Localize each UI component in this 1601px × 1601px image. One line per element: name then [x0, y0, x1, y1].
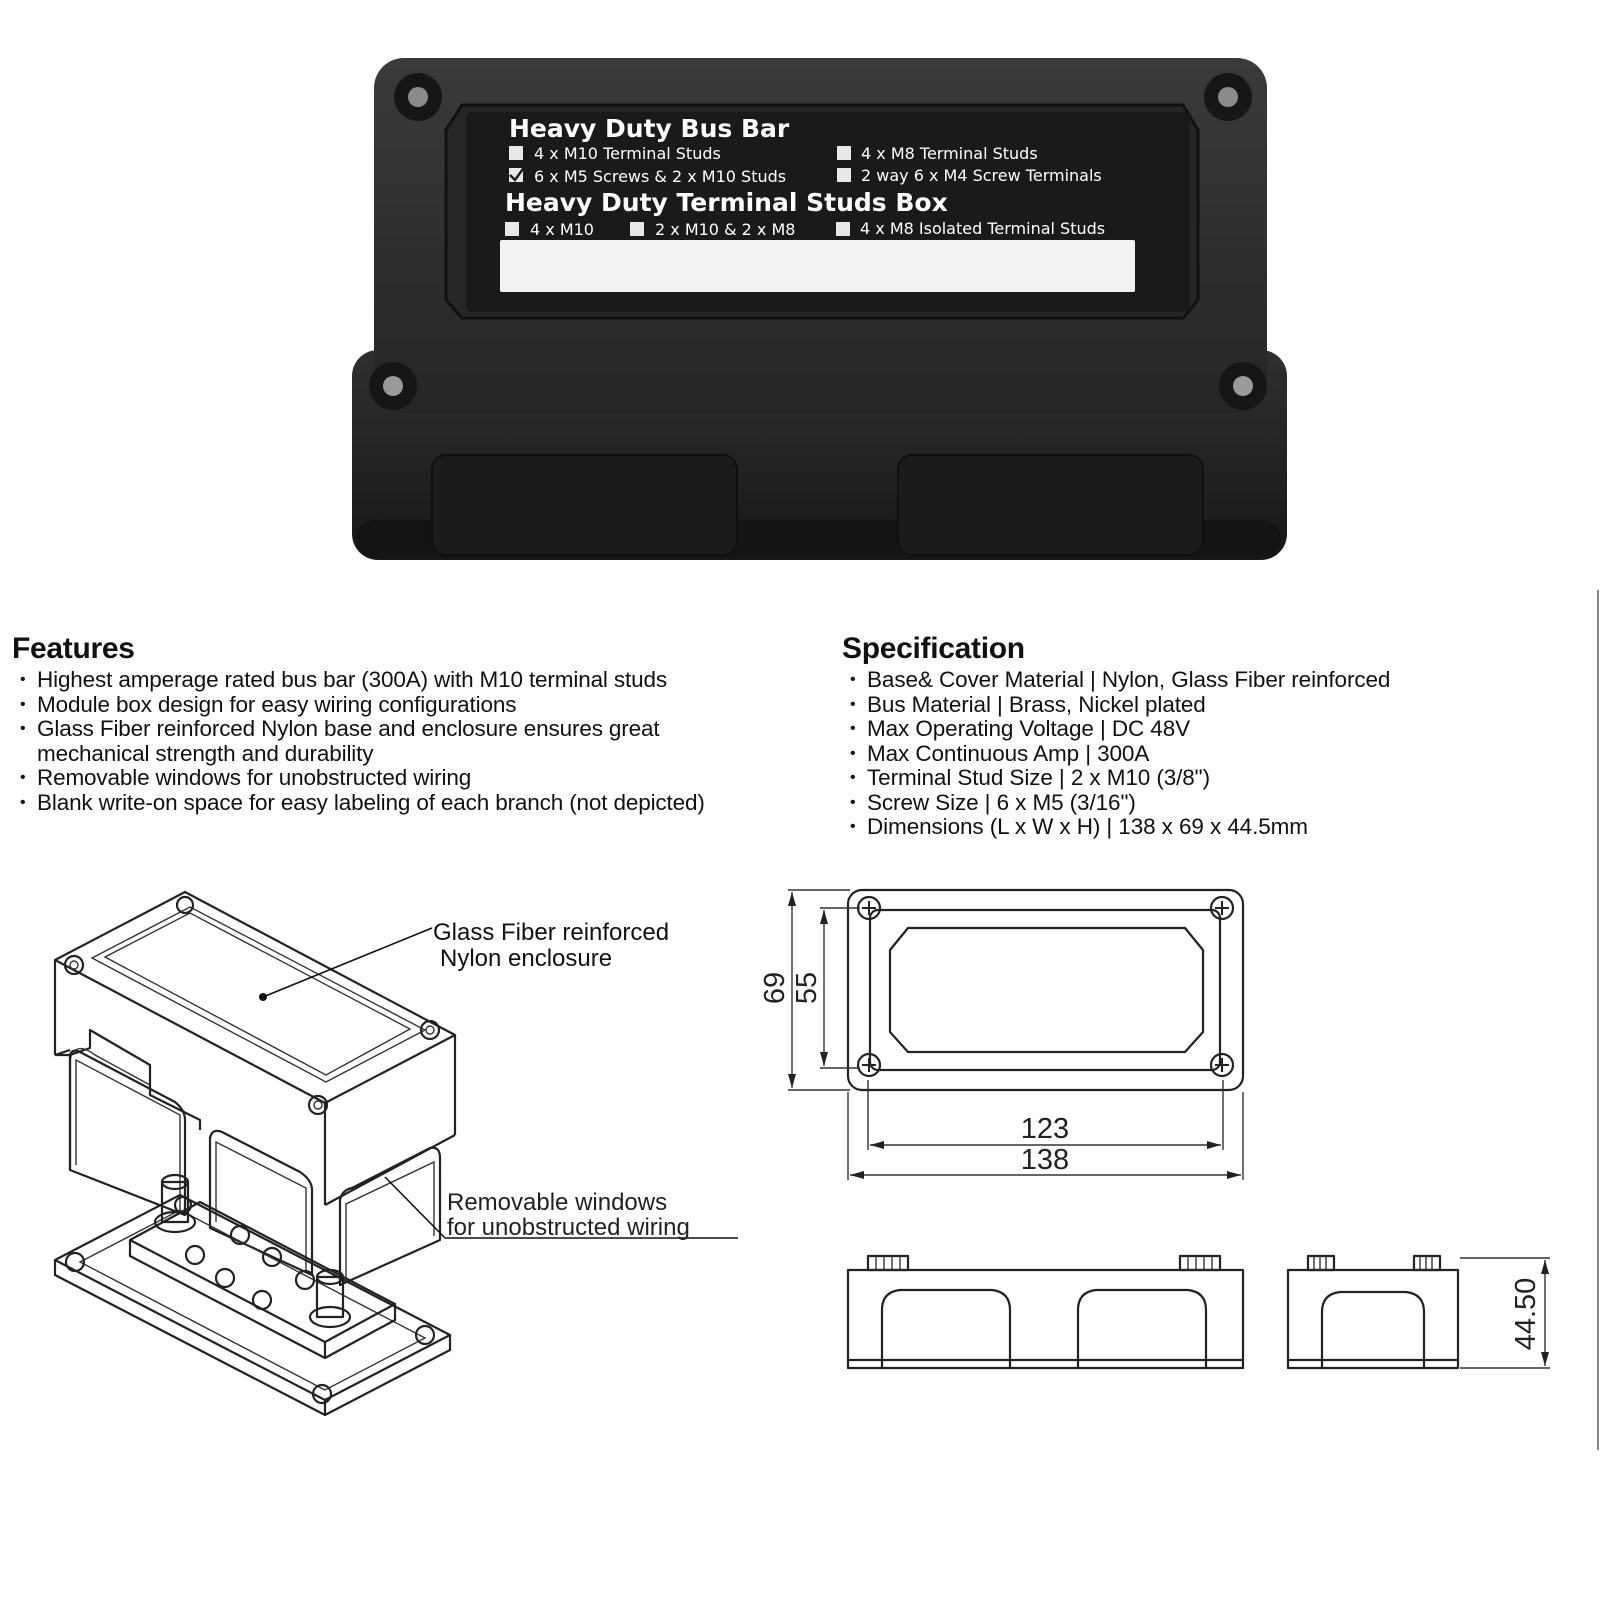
enclosure-side	[53, 960, 457, 1205]
label-bus-option-4: 2 way 6 x M4 Screw Terminals	[861, 166, 1102, 185]
checkmark-icon	[509, 165, 526, 182]
label-bus-option-1: 4 x M10 Terminal Studs	[534, 144, 721, 163]
callout-windows-line1: Removable windows	[447, 1189, 667, 1216]
spec-item: Base& Cover Material | Nylon, Glass Fibe…	[842, 667, 1582, 693]
side-window-left	[431, 454, 738, 556]
spec-item: Max Operating Voltage | DC 48V	[842, 716, 1582, 742]
checkbox-studs-option-2	[630, 222, 644, 236]
cover-screws	[63, 895, 441, 1116]
callout-leader-windows	[384, 1176, 446, 1239]
callout-enclosure-line2: Nylon enclosure	[440, 945, 612, 972]
label-bus-option-3: 4 x M8 Terminal Studs	[861, 144, 1038, 163]
specification-section: Specification Base& Cover Material | Nyl…	[842, 632, 1582, 840]
feature-item: Module box design for easy wiring config…	[12, 692, 802, 718]
dim-inner-height: 55	[791, 972, 823, 1004]
label-studs-box-title: Heavy Duty Terminal Studs Box	[505, 188, 948, 217]
spec-item: Screw Size | 6 x M5 (3/16")	[842, 790, 1582, 816]
checkbox-bus-option-4	[837, 168, 851, 182]
spec-item: Max Continuous Amp | 300A	[842, 741, 1582, 767]
feature-item: Blank write-on space for easy labeling o…	[12, 790, 802, 816]
feature-item: Highest amperage rated bus bar (300A) wi…	[12, 667, 802, 693]
edge-divider	[1597, 590, 1599, 1450]
label-bus-bar-title: Heavy Duty Bus Bar	[509, 114, 790, 143]
label-studs-option-2: 2 x M10 & 2 x M8	[655, 220, 795, 239]
dim-total-height: 44.50	[1510, 1278, 1542, 1351]
checkbox-studs-option-3	[836, 222, 850, 236]
feature-item: Glass Fiber reinforced Nylon base and en…	[12, 716, 737, 766]
product-photo: Heavy Duty Bus Bar 4 x M10 Terminal Stud…	[352, 58, 1287, 560]
terminal-studs	[153, 1173, 352, 1329]
callout-leader-enclosure	[262, 927, 433, 998]
dimension-drawings: 69 55 123 138 44.50	[760, 888, 1550, 1370]
side-view-outline	[1286, 1268, 1460, 1370]
top-view-outline	[846, 888, 1245, 1092]
window-panel-left	[68, 1049, 187, 1217]
spec-item: Dimensions (L x W x H) | 138 x 69 x 44.5…	[842, 814, 1582, 840]
dim-outer-length: 138	[1021, 1144, 1069, 1176]
base-screw-holes	[64, 1195, 436, 1405]
checkbox-studs-option-1	[505, 222, 519, 236]
bus-screws	[184, 1224, 316, 1311]
write-on-area	[500, 240, 1135, 292]
label-bus-option-2: 6 x M5 Screws & 2 x M10 Studs	[534, 167, 786, 186]
spec-item: Terminal Stud Size | 2 x M10 (3/8")	[842, 765, 1582, 791]
corner-screws	[369, 73, 1267, 410]
dim-inner-length: 123	[1021, 1113, 1069, 1145]
features-title: Features	[12, 632, 135, 665]
isometric-exploded-drawing: Glass Fiber reinforced Nylon enclosure R…	[53, 890, 738, 1417]
side-window-right	[897, 454, 1204, 556]
checkbox-bus-option-3	[837, 146, 851, 160]
feature-item: Removable windows for unobstructed wirin…	[12, 765, 802, 791]
window-panel-right	[338, 1146, 442, 1287]
checkbox-bus-option-1	[509, 146, 523, 160]
label-studs-option-3: 4 x M8 Isolated Terminal Studs	[860, 219, 1105, 238]
window-panel-mid	[208, 1129, 314, 1277]
dim-outer-height: 69	[760, 972, 791, 1004]
features-list: Highest amperage rated bus bar (300A) wi…	[12, 667, 802, 816]
callout-enclosure-line1: Glass Fiber reinforced	[433, 919, 669, 946]
specification-list: Base& Cover Material | Nylon, Glass Fibe…	[842, 667, 1582, 840]
spec-item: Bus Material | Brass, Nickel plated	[842, 692, 1582, 718]
features-section: Features Highest amperage rated bus bar …	[12, 632, 802, 815]
label-studs-option-1: 4 x M10	[530, 220, 594, 239]
callout-windows-line2: for unobstructed wiring	[447, 1214, 690, 1241]
specification-title: Specification	[842, 632, 1025, 665]
front-view-outline	[846, 1268, 1245, 1370]
top-view-screws	[856, 895, 1235, 1078]
